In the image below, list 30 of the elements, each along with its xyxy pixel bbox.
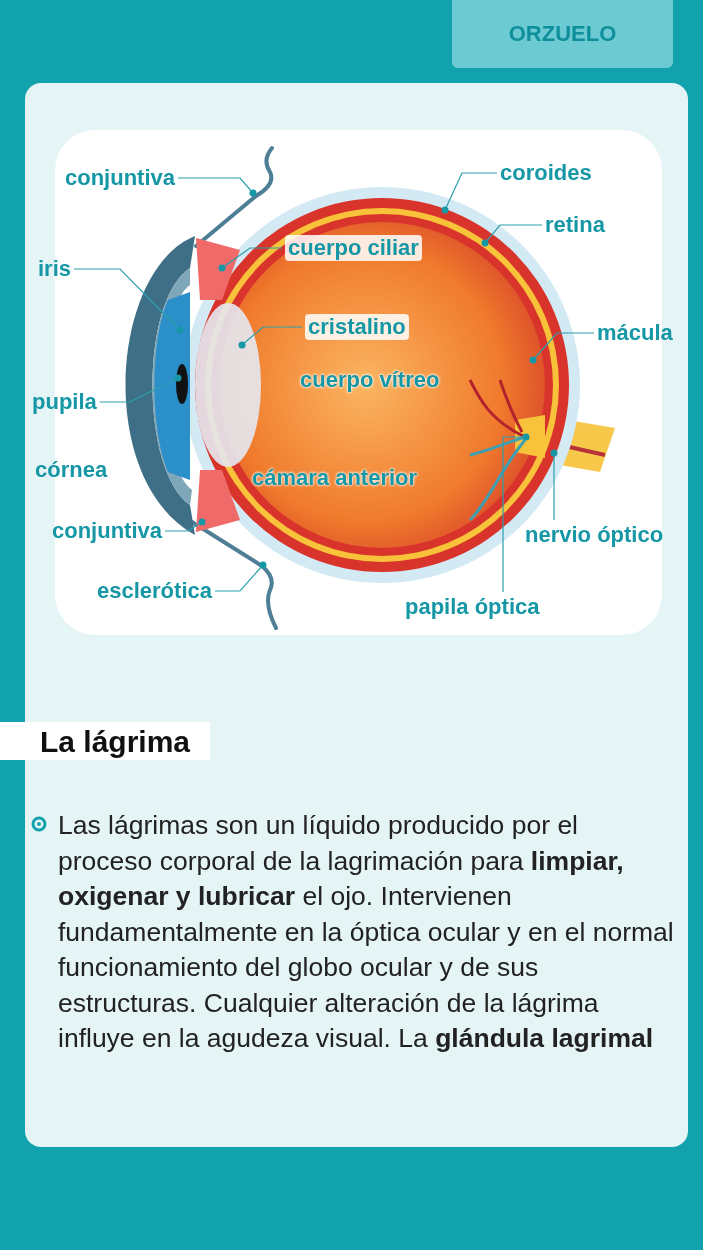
part-label: cuerpo ciliar bbox=[285, 235, 422, 261]
part-label: esclerótica bbox=[97, 578, 212, 604]
part-label: cámara anterior bbox=[252, 465, 418, 491]
part-label: mácula bbox=[597, 320, 673, 346]
part-label: pupila bbox=[32, 389, 97, 415]
leader-line bbox=[502, 433, 530, 593]
part-label: conjuntiva bbox=[65, 165, 175, 191]
leader-line bbox=[214, 561, 267, 592]
part-label: cristalino bbox=[305, 314, 409, 340]
part-label: cuerpo vítreo bbox=[300, 367, 440, 393]
leader-line bbox=[177, 177, 257, 197]
leader-line bbox=[550, 449, 558, 521]
part-label: nervio óptico bbox=[525, 522, 664, 548]
leader-line bbox=[481, 224, 543, 247]
section-tab: ORZUELO bbox=[452, 0, 673, 68]
leader-line bbox=[441, 172, 498, 214]
part-label: coroides bbox=[500, 160, 592, 186]
leader-line bbox=[164, 518, 206, 532]
section-heading: La lágrima bbox=[0, 722, 211, 760]
body-paragraph: Las lágrimas son un líquido producido por el proceso corporal de la lagrimación para limpiar, oxigenar y lubricar el ojo. Intervienen fundamentalmente en la óptica ocular y en el normal funcionamiento del globo ocular y de sus estructuras. Cualquier alteración de la lágrima influye en la agudeza visual. La glándula lagrimal bbox=[58, 809, 675, 1055]
leader-line bbox=[73, 268, 184, 334]
leader-line bbox=[529, 332, 595, 364]
part-label: córnea bbox=[35, 457, 108, 483]
leader-line bbox=[218, 247, 283, 272]
part-label: iris bbox=[38, 256, 72, 282]
leader-line bbox=[99, 374, 182, 403]
leader-line bbox=[238, 326, 303, 349]
part-label: papila óptica bbox=[405, 594, 540, 620]
part-label: retina bbox=[545, 212, 605, 238]
part-label: conjuntiva bbox=[52, 518, 162, 544]
